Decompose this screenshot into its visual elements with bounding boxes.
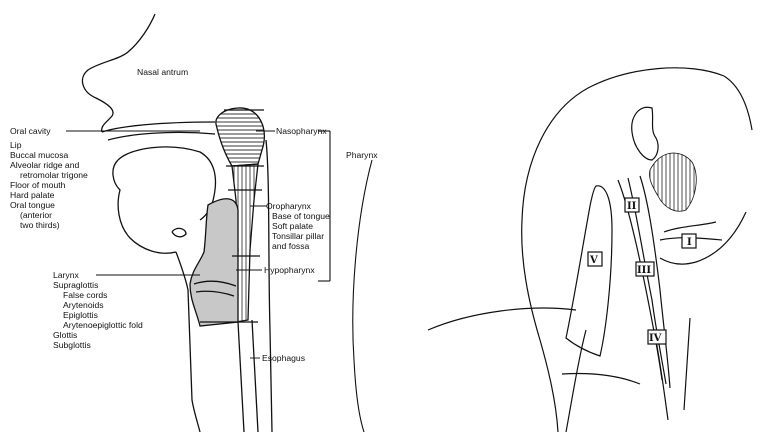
palate-outer <box>102 122 215 132</box>
label-hard-palate: Hard palate <box>10 190 55 200</box>
back-of-neck <box>266 140 272 432</box>
label-pharynx: Pharynx <box>346 150 378 160</box>
label-oral-cavity: Oral cavity <box>10 126 51 136</box>
label-supraglottis: Supraglottis <box>53 280 98 290</box>
level-I-label: I <box>687 237 692 248</box>
label-lip: Lip <box>10 140 22 150</box>
tongue-dorsum <box>118 147 215 220</box>
level-III-label: III <box>637 265 651 276</box>
pharynx-bracket <box>318 131 372 432</box>
level-IV-label: IV <box>649 333 662 344</box>
pharynx-outline <box>353 160 372 432</box>
label-soft-palate: Soft palate <box>272 221 313 231</box>
nasopharynx-dome <box>216 108 264 166</box>
face-side <box>724 76 752 130</box>
lower-lip-chin <box>113 160 176 253</box>
esophagus-wall-back <box>252 320 258 432</box>
label-anterior: (anterior <box>20 210 52 220</box>
label-subglottis: Subglottis <box>53 340 91 350</box>
parotid-gland <box>649 153 696 211</box>
level-II-label: II <box>627 201 637 212</box>
label-oropharynx: Oropharynx <box>266 201 312 211</box>
shoulder <box>428 308 576 330</box>
label-hypopharynx: Hypopharynx <box>264 265 315 275</box>
label-tonsillar: Tonsillar pillar <box>272 231 324 241</box>
label-alveolar-2: retromolar trigone <box>20 170 88 180</box>
digastric <box>664 222 716 232</box>
label-false-cords: False cords <box>63 290 107 300</box>
level-labels: II I III IV V <box>589 201 692 344</box>
label-nasal-antrum: Nasal antrum <box>137 67 188 77</box>
label-floor: Floor of mouth <box>10 180 66 190</box>
shoulder-2 <box>562 373 640 384</box>
palate-inner <box>108 132 215 140</box>
label-nasopharynx: Nasopharynx <box>276 126 327 136</box>
lateral-neck-diagram <box>428 68 752 432</box>
label-buccal: Buccal mucosa <box>10 150 68 160</box>
level-V-label: V <box>589 255 598 266</box>
label-epiglottis: Epiglottis <box>63 310 98 320</box>
label-oral-tongue: Oral tongue <box>10 200 55 210</box>
ear <box>632 107 658 160</box>
label-two-thirds: two thirds) <box>20 220 60 230</box>
label-alveolar-1: Alveolar ridge and <box>10 160 79 170</box>
larynx-region <box>190 199 238 326</box>
label-arytenoids: Arytenoids <box>63 300 104 310</box>
esophagus-wall-front <box>238 322 244 432</box>
hyoid-nub <box>172 228 186 236</box>
label-aryepi: Arytenoepiglottic fold <box>63 320 143 330</box>
level-v-triangle <box>566 186 612 356</box>
label-glottis: Glottis <box>53 330 77 340</box>
head-outline <box>522 68 724 432</box>
label-larynx: Larynx <box>53 270 79 280</box>
trachea-2 <box>684 318 690 410</box>
left-labels: Nasal antrum Oral cavity Lip Buccal muco… <box>10 67 378 363</box>
label-base-tongue: Base of tongue <box>272 211 330 221</box>
label-esophagus: Esophagus <box>262 353 305 363</box>
label-fossa: and fossa <box>272 241 309 251</box>
